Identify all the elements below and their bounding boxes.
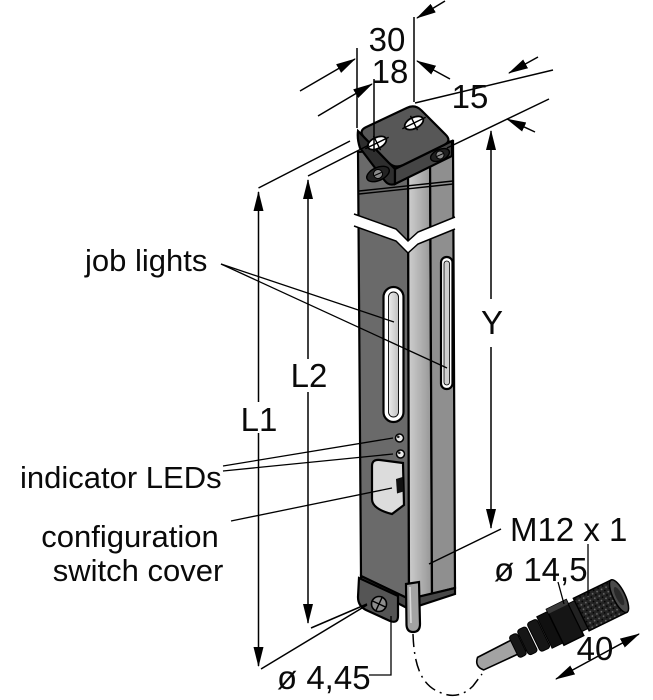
leader-job-lights-2 bbox=[220, 263, 448, 369]
ext-l1-bottom bbox=[260, 604, 368, 670]
connector-tip-bore bbox=[613, 587, 625, 606]
foot-screw-slot-2 bbox=[374, 596, 384, 612]
leader-diameter-145 bbox=[557, 581, 565, 605]
arrow-18-left bbox=[317, 83, 373, 117]
arrow-15-lower bbox=[506, 118, 536, 133]
dim-text-y: Y bbox=[481, 304, 503, 341]
bracket-slot-hole-right bbox=[402, 115, 426, 131]
leader-led-2 bbox=[222, 453, 394, 472]
annotations: 30 18 15 L1 L2 Y job lights indicator LE… bbox=[20, 21, 627, 696]
boot-rib-3 bbox=[527, 619, 551, 652]
configuration-switch-slot bbox=[396, 477, 404, 494]
bracket-slot-hole-left bbox=[365, 135, 389, 151]
cable-stub bbox=[404, 580, 422, 634]
label-job-lights: job lights bbox=[84, 243, 207, 278]
indicator-led-2-dot bbox=[398, 451, 401, 455]
dimension-lines bbox=[253, 0, 640, 680]
job-light-side-window bbox=[443, 260, 450, 386]
indicator-led-1-dot bbox=[397, 435, 400, 439]
job-light-front-window bbox=[388, 291, 399, 418]
barrel-highlight bbox=[546, 599, 569, 614]
boot-rib-1 bbox=[509, 633, 527, 658]
ext-l2-top bbox=[307, 144, 370, 177]
top-cap-seam-2 bbox=[358, 183, 454, 195]
dim-text-40: 40 bbox=[577, 630, 614, 667]
label-configuration: configuration bbox=[41, 519, 219, 554]
mounting-bracket bbox=[356, 105, 454, 186]
dim-text-18: 18 bbox=[372, 53, 409, 90]
indicator-led-2 bbox=[395, 449, 406, 459]
leader-led-1 bbox=[222, 437, 394, 467]
cap-screw-right bbox=[429, 147, 451, 163]
ext-l2-bottom bbox=[310, 603, 368, 629]
dim-text-m12: M12 x 1 bbox=[510, 511, 627, 548]
cable-highlight bbox=[409, 586, 412, 624]
leader-lines bbox=[220, 263, 589, 676]
ext-line-15-lower bbox=[446, 98, 550, 149]
leader-mounting-hole bbox=[369, 616, 392, 676]
dim-text-l1: L1 bbox=[241, 401, 278, 438]
label-switch-cover: switch cover bbox=[53, 553, 224, 588]
ext-line-15-upper bbox=[414, 69, 554, 104]
ext-y-bottom bbox=[428, 528, 502, 565]
dim-line-40 bbox=[555, 633, 640, 680]
arrow-15-upper bbox=[508, 56, 539, 74]
configuration-switch-cover bbox=[370, 458, 406, 516]
label-indicator-leds: indicator LEDs bbox=[20, 460, 222, 495]
dim-text-l2: L2 bbox=[291, 357, 328, 394]
arrow-30-left bbox=[299, 58, 356, 92]
dim-text-145: ø 14,5 bbox=[494, 551, 588, 588]
indicator-led-group bbox=[394, 433, 406, 459]
bracket-plate bbox=[360, 105, 450, 168]
dim-text-15: 15 bbox=[452, 78, 489, 115]
arrow-18-right bbox=[416, 60, 451, 80]
arrow-30-right bbox=[416, 0, 446, 19]
indicator-led-1 bbox=[394, 433, 405, 443]
job-light-strips bbox=[382, 255, 454, 424]
body-chamfer-face bbox=[406, 143, 434, 601]
break-line bbox=[353, 213, 456, 255]
dim-text-445: ø 4,45 bbox=[277, 659, 371, 696]
dim-text-30: 30 bbox=[369, 21, 406, 58]
top-cap-seam bbox=[358, 180, 454, 192]
leader-job-lights-1 bbox=[220, 263, 395, 323]
boot-rib-2 bbox=[517, 626, 538, 656]
ext-l1-top bbox=[258, 140, 351, 189]
leader-switch-cover bbox=[230, 487, 393, 522]
cable-continuation-dashdot bbox=[412, 633, 483, 697]
